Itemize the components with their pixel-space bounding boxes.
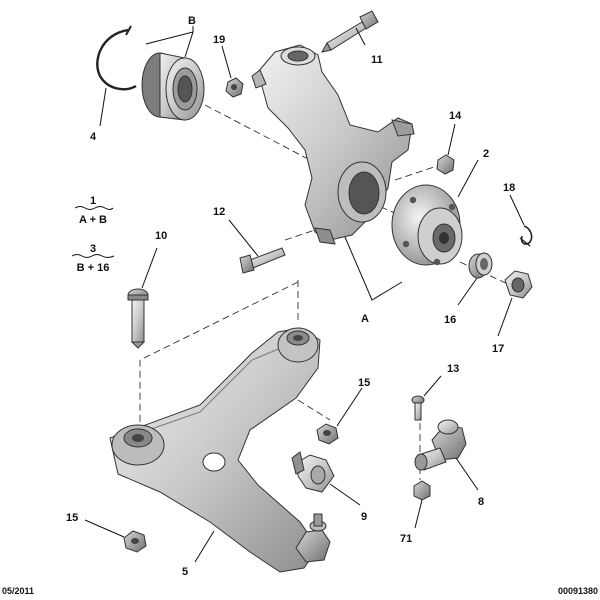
circlip-ring	[96, 25, 137, 91]
label-a: A	[361, 313, 369, 325]
label-2: 2	[483, 148, 489, 160]
bolt-12	[239, 247, 286, 274]
nut-15-lower	[123, 530, 147, 553]
nut-19	[225, 77, 244, 98]
kit-formula-3: 3 B + 16	[71, 243, 115, 274]
label-8: 8	[478, 496, 484, 508]
label-15-upper: 15	[358, 377, 370, 389]
leader-lines	[84, 26, 525, 563]
nut-71	[413, 480, 431, 501]
label-15-lower: 15	[66, 512, 78, 524]
cotter-pin	[519, 225, 533, 247]
wheel-hub	[391, 184, 463, 266]
bolt-10	[127, 288, 149, 349]
label-10: 10	[155, 230, 167, 242]
kit-formula-1: 1 A + B	[74, 195, 114, 226]
label-9: 9	[361, 511, 367, 523]
label-b: B	[188, 15, 196, 27]
bolt-13	[411, 395, 425, 421]
formula-1-ref: 1	[90, 195, 96, 207]
label-71: 71	[400, 533, 412, 545]
label-11: 11	[371, 54, 383, 66]
nut-15-upper	[316, 423, 339, 445]
wheel-bearing	[141, 52, 205, 121]
label-12: 12	[213, 206, 225, 218]
hub-spacer	[468, 252, 493, 279]
bracket-9	[291, 451, 335, 493]
steering-knuckle	[251, 44, 415, 245]
formula-1-expr: A + B	[79, 214, 107, 226]
label-17: 17	[492, 343, 504, 355]
label-16: 16	[444, 314, 456, 326]
label-19: 19	[213, 34, 225, 46]
hub-nut	[504, 270, 533, 299]
formula-3-expr: B + 16	[77, 262, 110, 274]
callout-labels: B 19 11 4 14 2 18 12 10 16 17 A 15 13 9 …	[66, 15, 515, 578]
label-18: 18	[503, 182, 515, 194]
lower-control-arm	[109, 327, 331, 573]
nut-14	[436, 154, 455, 175]
label-13: 13	[447, 363, 459, 375]
label-14: 14	[449, 110, 462, 122]
pinch-bolt-11	[321, 10, 379, 53]
footer-reference: 00091380	[558, 586, 598, 596]
label-5: 5	[182, 566, 188, 578]
label-4: 4	[90, 131, 97, 143]
ball-joint	[414, 419, 467, 471]
formula-3-ref: 3	[90, 243, 96, 255]
footer-date: 05/2011	[2, 586, 34, 596]
